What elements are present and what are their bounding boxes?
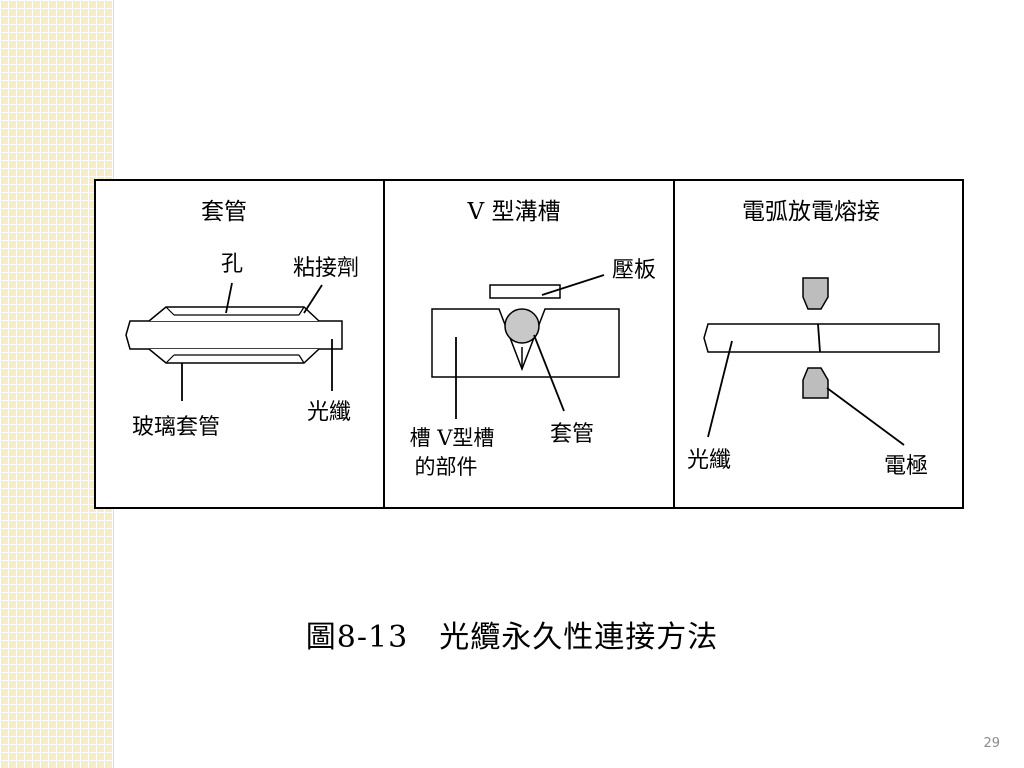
leader-vgroove-sleeve [533, 334, 565, 412]
figure-caption: 圖8-13 光纜永久性連接方法 [305, 620, 719, 655]
panel-sleeve: 套管 孔 粘接劑 玻璃套管 光纖 [125, 199, 359, 440]
pressure-plate [489, 284, 561, 299]
label-electrode: 電極 [884, 454, 928, 479]
panel-sleeve-title: 套管 [201, 199, 247, 225]
arc-fiber [703, 323, 940, 353]
label-part-line2: 的部件 [415, 455, 478, 479]
splicing-diagram-svg: 套管 孔 粘接劑 玻璃套管 光纖 V 型溝槽 [94, 179, 964, 509]
label-glass-sleeve: 玻璃套管 [132, 415, 220, 440]
sleeve-lower [148, 348, 320, 364]
leader-plate [541, 274, 605, 296]
splicing-diagram: 套管 孔 粘接劑 玻璃套管 光纖 V 型溝槽 [94, 179, 964, 509]
panel-arc: 電弧放電熔接 光纖 電極 [687, 199, 940, 479]
label-fiber: 光纖 [307, 400, 351, 425]
panel-vgroove-title: V 型溝槽 [467, 199, 561, 225]
sleeve-upper [148, 306, 320, 322]
panel-vgroove: V 型溝槽 壓板 槽 V型槽 的部件 套管 [410, 199, 656, 479]
splice-joint [817, 323, 821, 353]
vgroove-fiber [504, 308, 540, 344]
leader-electrode [826, 387, 905, 446]
upper-electrode [802, 277, 829, 310]
lower-electrode [802, 367, 829, 399]
label-hole: 孔 [221, 252, 243, 277]
leader-arc-fiber [707, 340, 733, 438]
label-plate: 壓板 [612, 258, 656, 283]
page-number: 29 [983, 736, 1000, 751]
leader-hole [225, 282, 233, 314]
label-part-line1: 槽 V型槽 [410, 426, 495, 450]
panel-arc-title: 電弧放電熔接 [742, 199, 880, 225]
label-adhesive: 粘接劑 [293, 256, 359, 281]
sleeve-fiber [125, 320, 343, 350]
label-vgroove-sleeve: 套管 [550, 422, 594, 447]
vgroove-block [431, 308, 620, 378]
leader-adhesive [303, 284, 323, 314]
label-arc-fiber: 光纖 [687, 448, 731, 473]
